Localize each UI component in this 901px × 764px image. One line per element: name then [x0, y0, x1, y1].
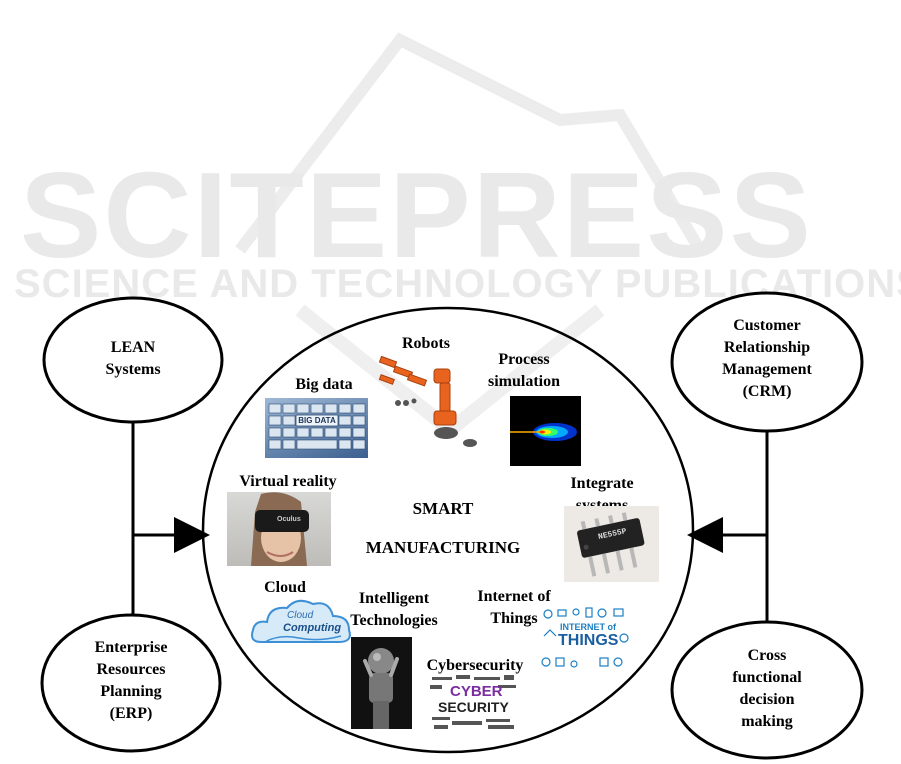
- center-line-1: SMART: [412, 499, 474, 518]
- center-line-2: MANUFACTURING: [365, 538, 521, 557]
- erp-ellipse: [40, 613, 222, 753]
- cyber-text-2: SECURITY: [438, 699, 509, 715]
- iot-text-1: INTERNET of: [560, 622, 616, 632]
- vr-brand-text: Oculus: [277, 516, 301, 523]
- virtual-reality-label: Virtual reality: [239, 473, 337, 490]
- cloud-text-2: Computing: [283, 622, 342, 634]
- cybersecurity-label: Cybersecurity: [426, 657, 524, 674]
- cloud-computing-image: Cloud Computing: [249, 598, 357, 648]
- cloud-text-1: Cloud: [287, 610, 314, 621]
- big-data-label: Big data: [295, 376, 353, 393]
- cyber-text-1: CYBER: [450, 683, 503, 700]
- robots-label: Robots: [401, 335, 450, 352]
- iot-text-2: THINGS: [558, 632, 619, 649]
- robot-arm-image: [378, 355, 477, 447]
- watermark-brand: SCITEPRESS: [20, 147, 813, 283]
- big-data-image: BIG DATA: [265, 398, 368, 458]
- integrated-circuit-image: NE555P: [564, 506, 659, 582]
- process-simulation-image: [510, 396, 581, 466]
- virtual-reality-image: Oculus: [227, 492, 331, 566]
- cloud-label: Cloud: [264, 579, 306, 596]
- intelligent-technologies-image: [351, 637, 412, 729]
- iot-image: INTERNET of THINGS: [540, 606, 630, 671]
- cybersecurity-image: CYBER SECURITY: [428, 673, 518, 731]
- big-data-key-text: BIG DATA: [298, 416, 336, 425]
